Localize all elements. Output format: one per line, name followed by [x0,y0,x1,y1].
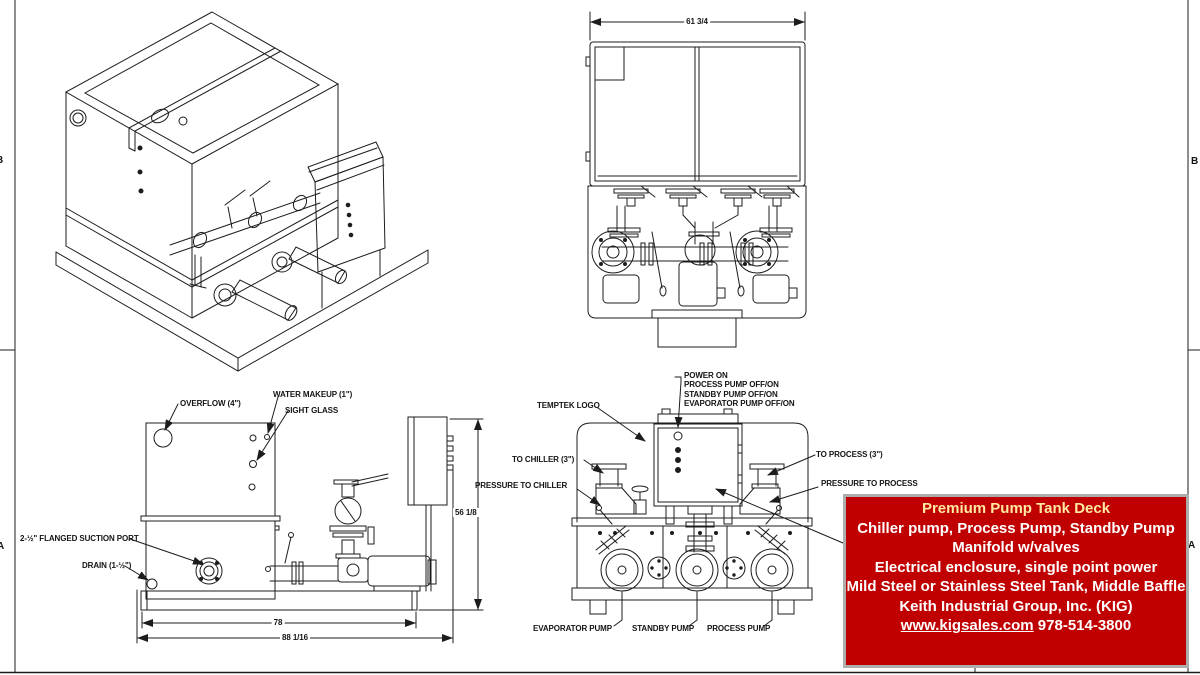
process-pump-switch-label: PROCESS PUMP OFF/ON [684,380,779,390]
pressure-to-chiller-label: PRESSURE TO CHILLER [475,481,568,490]
side-view [124,396,484,644]
zone-marker-a-right: A [1188,540,1196,551]
suction-port-label: 2-½" FLANGED SUCTION PORT [20,534,139,543]
dim-overall-width: 88 1/16 [280,633,310,642]
callout-manifold-line: Manifold w/valves [952,539,1080,556]
dim-height: 56 1/8 [453,508,479,517]
dim-inner-width: 78 [271,618,285,627]
top-view [585,11,807,348]
evaporator-pump-switch-label: EVAPORATOR PUMP OFF/ON [684,398,795,408]
phone-number: 978-514-3800 [1037,617,1132,634]
standby-pump-switch-label: STANDBY PUMP OFF/ON [684,389,778,399]
to-chiller-label: TO CHILLER (3") [512,455,575,464]
power-switch-labels: POWER ON PROCESS PUMP OFF/ON STANDBY PUM… [684,371,795,408]
callout-contact-line: www.kigsales.com 978-514-3800 [846,616,1186,636]
callout-title: Premium Pump Tank Deck [921,500,1111,517]
zone-marker-b-right: B [1191,156,1199,167]
product-callout-box: Premium Pump Tank Deck Chiller pump, Pro… [843,494,1189,668]
callout-electrical-line: Electrical enclosure, single point power [874,558,1158,576]
overflow-label: OVERFLOW (4") [180,399,241,408]
isometric-view [55,11,429,372]
temptek-logo-label: TEMPTEK LOGO [537,401,600,410]
callout-tank-line: Mild Steel or Stainless Steel Tank, Midd… [846,578,1186,595]
dim-width-top-view: 61 3/4 [684,17,710,26]
callout-pumps-line: Chiller pump, Process Pump, Standby Pump [857,519,1175,537]
power-on-label: POWER ON [684,371,728,380]
website-link[interactable]: www.kigsales.com [900,617,1034,634]
pressure-to-process-label: PRESSURE TO PROCESS [821,479,918,488]
to-process-label: TO PROCESS (3") [816,450,883,459]
drain-label: DRAIN (1-½") [82,561,132,570]
evaporator-pump-label: EVAPORATOR PUMP [533,624,612,633]
standby-pump-label: STANDBY PUMP [632,624,695,633]
zone-marker-b-left: B [0,155,3,166]
process-pump-label: PROCESS PUMP [707,624,771,633]
water-makeup-label: WATER MAKEUP (1") [273,390,353,399]
front-view [571,376,844,627]
callout-company-line: Keith Industrial Group, Inc. (KIG) [899,597,1133,615]
sight-glass-label: SIGHT GLASS [285,406,339,415]
zone-marker-a-left: A [0,541,5,552]
